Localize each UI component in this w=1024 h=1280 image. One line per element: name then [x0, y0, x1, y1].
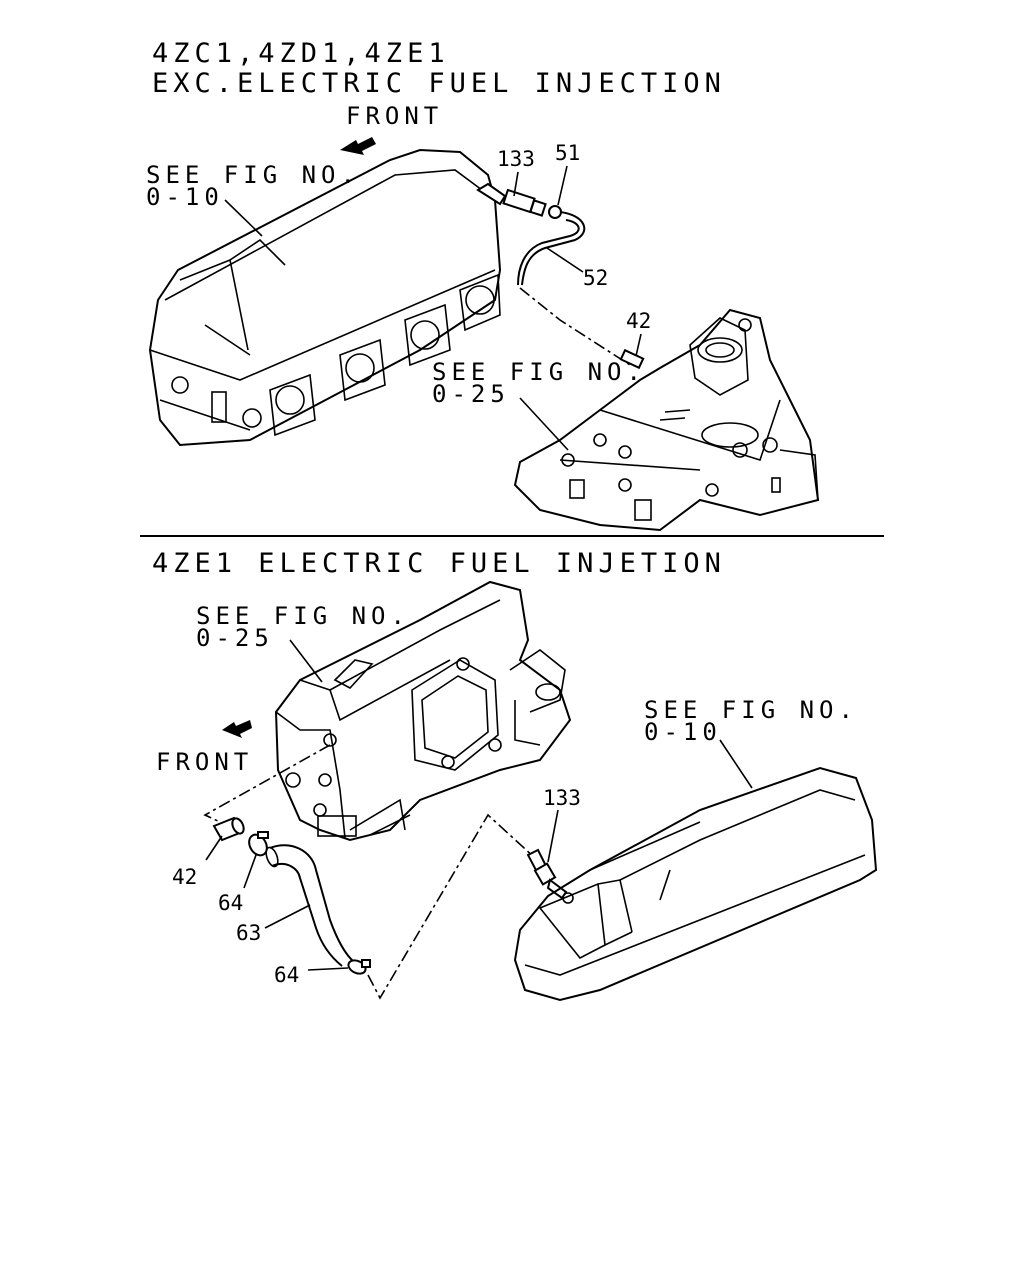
bottom-ref-cover-line1: SEE FIG NO.	[644, 696, 858, 724]
bottom-ref-manifold-leader	[289, 639, 323, 683]
bottom-clamp-64-lower	[347, 959, 371, 975]
bottom-intake-manifold	[274, 580, 572, 842]
bottom-front-arrow-icon	[222, 720, 252, 738]
callout-133-bottom: 133	[543, 786, 581, 810]
bottom-rocker-cover	[513, 766, 878, 1002]
top-header-models: 4ZC1,4ZD1,4ZE1	[152, 38, 450, 69]
bottom-ref-manifold-line1: SEE FIG NO.	[196, 602, 410, 630]
callout-133-top-leader	[513, 171, 519, 197]
top-hose-52	[517, 211, 586, 286]
bottom-front-label: FRONT	[156, 748, 253, 776]
bottom-section: 4ZE1 ELECTRIC FUEL INJETION SEE FIG NO. …	[152, 548, 878, 1002]
callout-133-top: 133	[497, 147, 535, 171]
callout-42-bottom-leader	[205, 835, 223, 861]
bottom-clamp-64-upper	[248, 831, 269, 857]
top-section: 4ZC1,4ZD1,4ZE1 EXC.ELECTRIC FUEL INJECTI…	[146, 38, 820, 532]
callout-63-leader	[264, 904, 311, 929]
callout-51-leader	[557, 165, 568, 206]
top-header-description: EXC.ELECTRIC FUEL INJECTION	[152, 68, 726, 99]
bottom-route-line-1	[203, 744, 331, 823]
callout-133-bottom-leader	[547, 809, 559, 863]
top-ref-cover-leader	[224, 199, 263, 237]
bottom-header: 4ZE1 ELECTRIC FUEL INJETION	[152, 548, 726, 579]
callout-64-upper: 64	[218, 891, 243, 915]
callout-51: 51	[555, 141, 580, 165]
top-ref-manifold-line1: SEE FIG NO.	[432, 358, 646, 386]
top-intake-manifold	[513, 308, 820, 532]
callout-64-lower-leader	[307, 967, 349, 971]
top-fitting-42	[619, 348, 645, 370]
callout-64-lower: 64	[274, 963, 299, 987]
top-ref-manifold-line2: 0-25	[432, 380, 510, 408]
callout-52: 52	[583, 266, 608, 290]
bottom-ref-cover-leader	[719, 739, 753, 789]
top-front-label: FRONT	[346, 102, 443, 130]
top-ref-cover-line2: 0-10	[146, 183, 224, 211]
callout-64-upper-leader	[243, 854, 257, 889]
bottom-hose-63	[265, 844, 355, 967]
callout-42-top-leader	[635, 333, 642, 357]
bottom-ref-manifold-line2: 0-25	[196, 624, 274, 652]
bottom-fitting-42	[212, 816, 245, 842]
top-cylinder-head-cover	[148, 148, 502, 447]
top-front-arrow-icon	[340, 137, 376, 155]
bottom-ref-cover-line2: 0-10	[644, 718, 722, 746]
bottom-route-line-2	[367, 813, 536, 1000]
bottom-pcv-valve-133	[526, 848, 568, 900]
callout-63: 63	[236, 921, 261, 945]
top-clip-51	[548, 205, 562, 219]
top-route-line	[519, 287, 631, 366]
callout-42-bottom: 42	[172, 865, 197, 889]
top-ref-manifold-leader	[519, 397, 569, 451]
callout-52-leader	[546, 247, 584, 273]
callout-42-top: 42	[626, 309, 651, 333]
top-pcv-valve-133	[476, 182, 547, 217]
top-ref-cover-line1: SEE FIG NO.	[146, 161, 360, 189]
